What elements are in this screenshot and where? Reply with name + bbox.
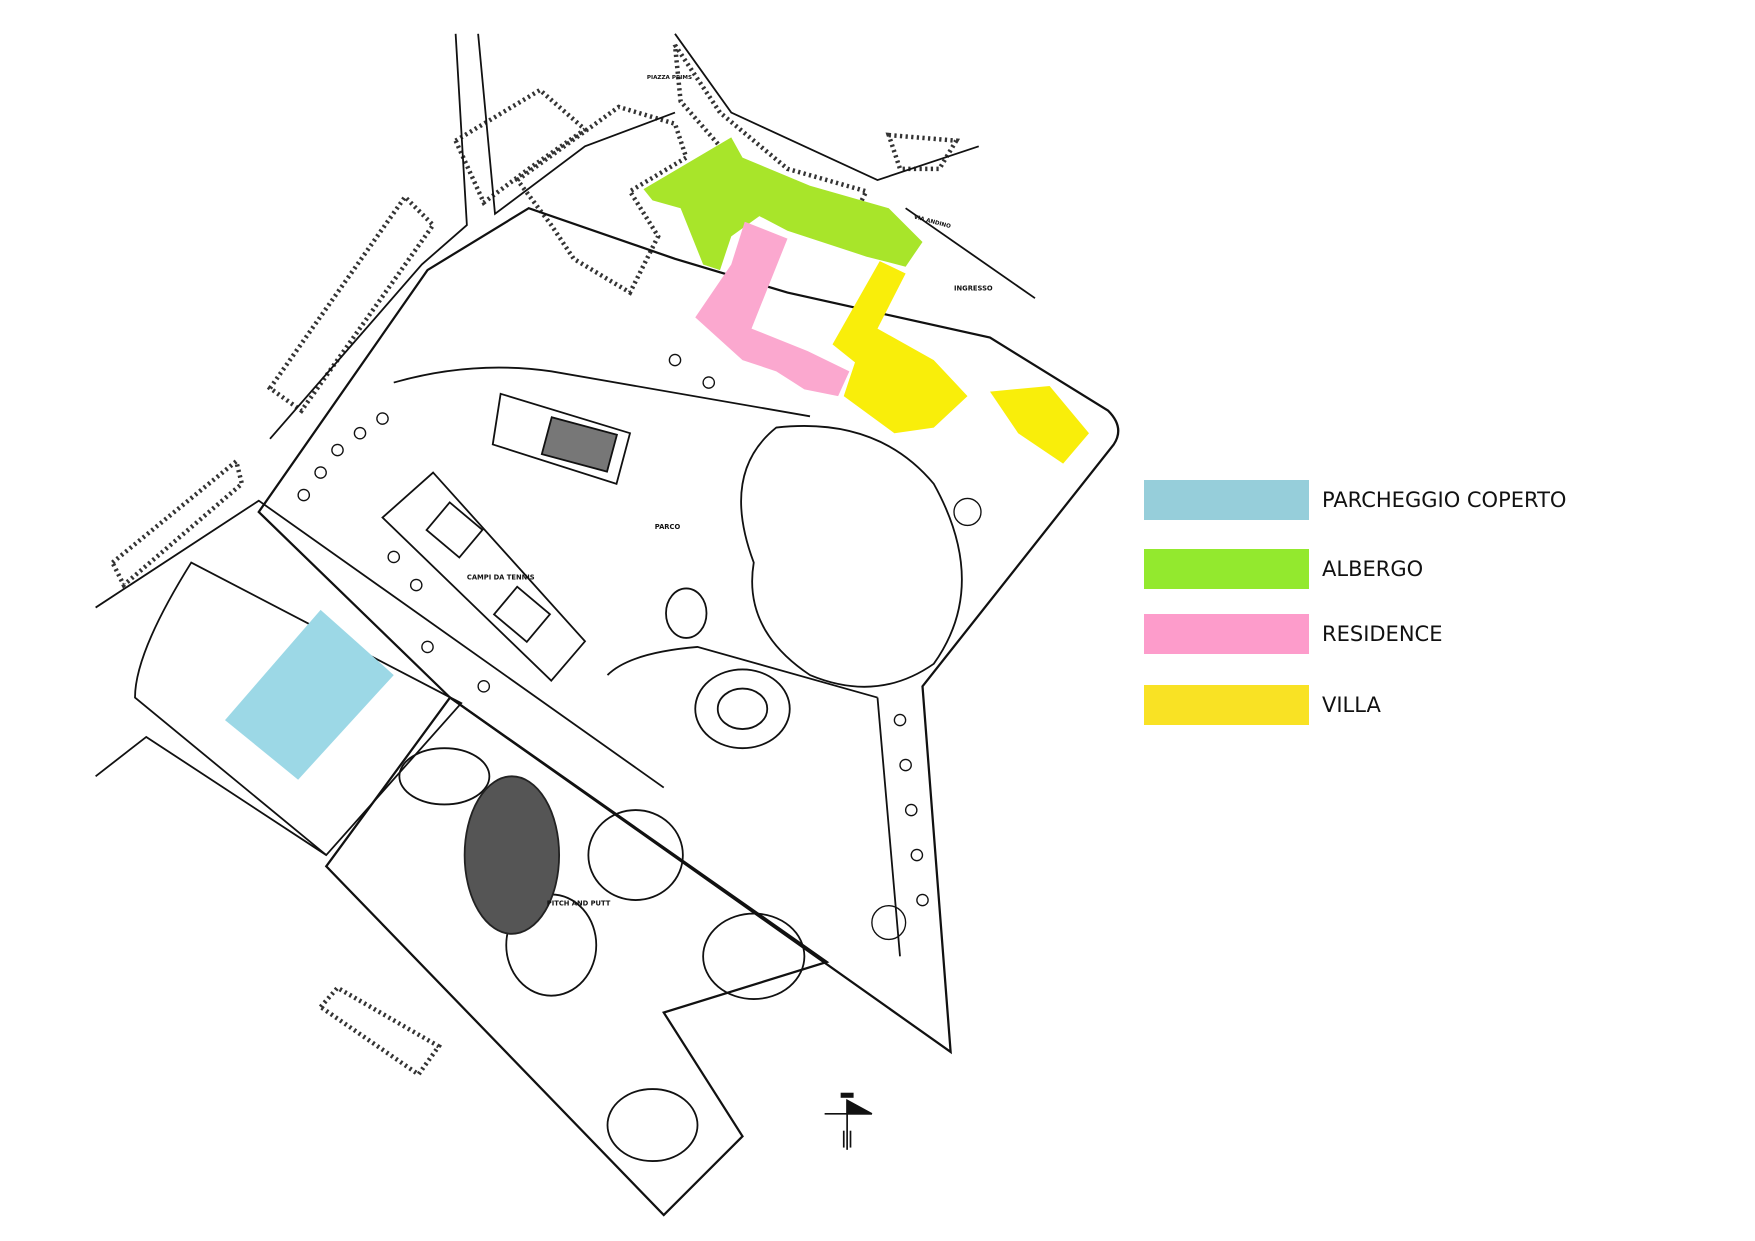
zone-parcheggio-coperto (225, 609, 394, 780)
zone-villa-2 (990, 385, 1089, 464)
legend-swatch (1144, 480, 1309, 520)
zone-villa (832, 261, 968, 434)
lower-parcel-boundary (324, 696, 830, 1217)
legend-item-residence: RESIDENCE (1144, 614, 1442, 654)
park-boundary (257, 206, 1120, 1055)
label-parco: PARCO (655, 523, 681, 531)
zone-residence (695, 221, 850, 397)
legend-label: VILLA (1322, 693, 1381, 717)
label-via: VIA ANDINO (913, 214, 951, 230)
legend-item-parcheggio-coperto: PARCHEGGIO COPERTO (1144, 480, 1566, 520)
legend-item-villa: VILLA (1144, 685, 1381, 725)
label-ingresso: INGRESSO (954, 284, 993, 292)
legend-swatch (1144, 685, 1309, 725)
north-arrow-icon (824, 1092, 873, 1150)
zone-albergo (643, 137, 923, 271)
legend-label: RESIDENCE (1322, 622, 1443, 646)
legend-label: PARCHEGGIO COPERTO (1322, 488, 1567, 512)
legend-item-albergo: ALBERGO (1144, 549, 1423, 589)
label-piazza: PIAZZA PRIMS (647, 75, 692, 81)
legend-swatch (1144, 549, 1309, 589)
label-campi-tennis: CAMPI DA TENNIS (467, 573, 535, 581)
trees (297, 353, 982, 941)
label-pitch-and-putt: PITCH AND PUTT (547, 900, 611, 908)
legend-swatch (1144, 614, 1309, 654)
legend-label: ALBERGO (1322, 557, 1424, 581)
